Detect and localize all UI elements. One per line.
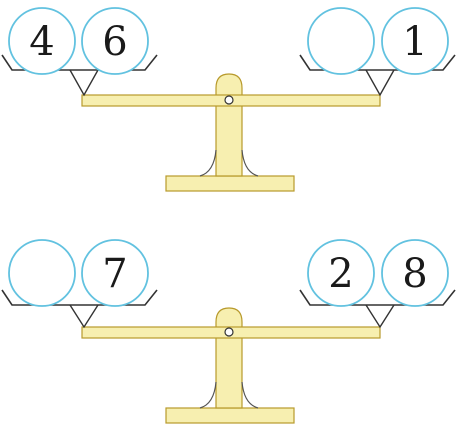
pan-support bbox=[365, 69, 395, 97]
ball-slot: 4 bbox=[8, 7, 76, 75]
scale-2-base bbox=[165, 407, 295, 424]
scale-2-right-pan: 2 8 bbox=[299, 239, 456, 329]
scale-1-left-pan: 4 6 bbox=[1, 7, 158, 97]
ball-number: 8 bbox=[402, 251, 427, 297]
pan-support bbox=[69, 304, 99, 329]
scale-2-post bbox=[215, 307, 243, 409]
scale-1-pivot bbox=[224, 95, 234, 105]
pan-support bbox=[69, 69, 99, 97]
pan-tray bbox=[299, 54, 456, 71]
ball-number: 4 bbox=[29, 19, 54, 65]
ball-slot bbox=[8, 239, 76, 307]
balance-scale-1: 4 6 1 bbox=[1, 7, 456, 192]
ball-slot: 1 bbox=[381, 7, 449, 75]
ball-slot: 8 bbox=[381, 239, 449, 307]
ball-slot: 2 bbox=[307, 239, 375, 307]
pan-tray bbox=[299, 289, 456, 306]
ball-number: 6 bbox=[102, 19, 127, 65]
scale-1-post bbox=[215, 73, 243, 177]
ball-circle bbox=[381, 239, 449, 307]
pan-tray bbox=[1, 289, 158, 306]
scale-2-pivot bbox=[224, 327, 234, 337]
ball-circle bbox=[381, 7, 449, 75]
pan-support bbox=[365, 304, 395, 329]
scale-1-base bbox=[165, 175, 295, 192]
ball-circle bbox=[307, 239, 375, 307]
ball-slot bbox=[307, 7, 375, 75]
ball-circle bbox=[81, 7, 149, 75]
ball-circle bbox=[81, 239, 149, 307]
ball-circle bbox=[307, 7, 375, 75]
scale-1-post-flare bbox=[199, 149, 259, 177]
ball-circle bbox=[8, 239, 76, 307]
scale-1-right-pan: 1 bbox=[299, 7, 456, 97]
ball-slot: 7 bbox=[81, 239, 149, 307]
ball-number: 2 bbox=[328, 251, 353, 297]
ball-circle bbox=[8, 7, 76, 75]
ball-number: 1 bbox=[402, 19, 427, 65]
balance-scale-2: 7 2 8 bbox=[1, 239, 456, 424]
scale-2-post-flare bbox=[199, 381, 259, 409]
scale-2-left-pan: 7 bbox=[1, 239, 158, 329]
pan-tray bbox=[1, 54, 158, 71]
ball-slot: 6 bbox=[81, 7, 149, 75]
ball-number: 7 bbox=[102, 251, 127, 297]
